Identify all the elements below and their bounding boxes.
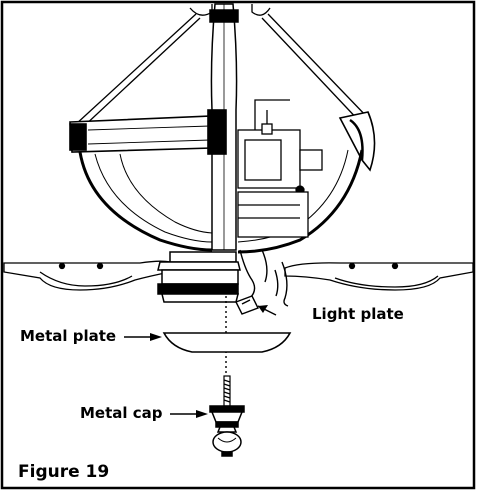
motor-internals: [237, 99, 323, 238]
metal-cap-arrowhead: [196, 410, 208, 418]
metal-plate: [162, 332, 292, 353]
right-fan-blade: [284, 262, 474, 291]
metal-cap: [209, 405, 245, 457]
light-plate-label: Light plate: [312, 305, 404, 323]
metal-cap-label: Metal cap: [80, 404, 163, 422]
left-bowl-housing: [69, 109, 227, 252]
figure-caption: Figure 19: [18, 462, 110, 482]
light-plate-arrowhead: [258, 305, 268, 313]
lower-hub: [157, 251, 241, 303]
downrod: [209, 3, 239, 251]
metal-plate-label: Metal plate: [20, 327, 117, 345]
metal-plate-arrowhead: [150, 333, 162, 341]
left-fan-blade: [3, 260, 171, 291]
light-plate: [235, 295, 259, 315]
upper-support-rods: [74, 4, 371, 129]
threaded-rod: [223, 375, 231, 407]
light-kit-wires: [239, 249, 289, 307]
